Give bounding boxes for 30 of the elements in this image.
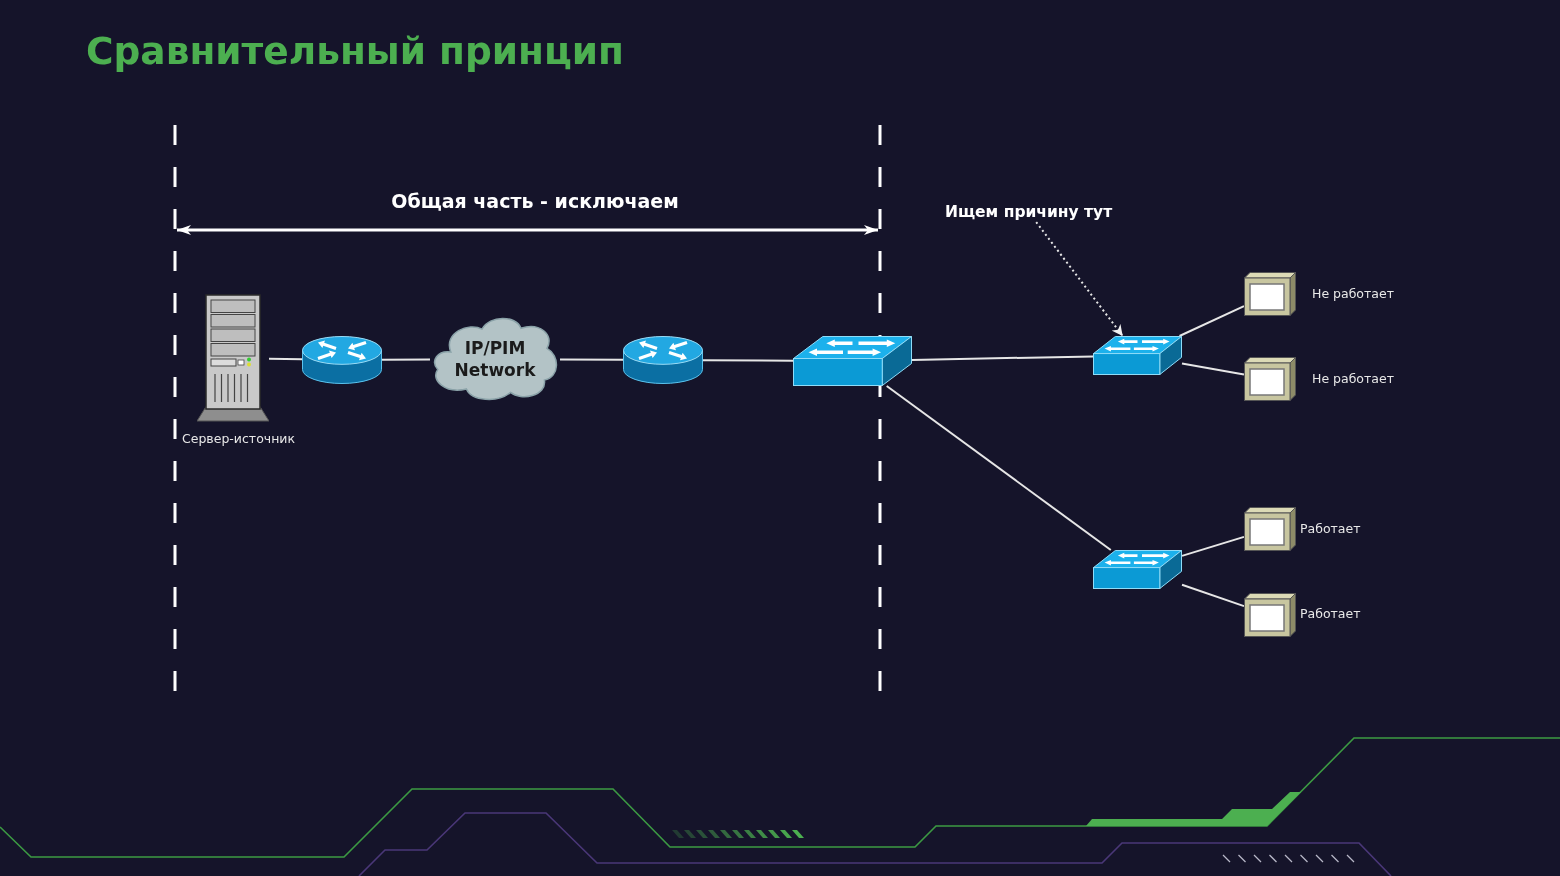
network-link-line [911, 355, 1094, 361]
network-link-line [702, 359, 794, 362]
network-switch-icon [1093, 336, 1182, 375]
computer-terminal-icon [1244, 272, 1296, 316]
computer-terminal-icon [1244, 593, 1296, 637]
status-label: Работает [1300, 606, 1361, 623]
network-link-line [1181, 362, 1245, 376]
network-link-line [268, 357, 303, 361]
network-link-line [1178, 305, 1245, 337]
network-link-line [1181, 535, 1245, 557]
dimension-label: Общая часть - исключаем [391, 190, 679, 213]
computer-terminal-icon [1244, 507, 1296, 551]
server-label: Сервер-источник [182, 431, 295, 448]
cloud-label: IP/PIM Network [453, 336, 537, 382]
server-tower-icon [197, 294, 269, 422]
router-icon [302, 336, 382, 384]
status-label: Не работает [1312, 286, 1394, 303]
network-link-line [885, 385, 1112, 551]
computer-terminal-icon [1244, 357, 1296, 401]
router-icon [623, 336, 703, 384]
status-label: Работает [1300, 521, 1361, 538]
network-link-line [1181, 583, 1245, 608]
status-label: Не работает [1312, 371, 1394, 388]
slide-title: Сравнительный принцип [86, 29, 624, 74]
dotted-leader-arrow [1035, 221, 1124, 337]
network-switch-icon [1093, 550, 1182, 589]
network-link-line [559, 358, 624, 361]
network-link-line [381, 358, 431, 361]
network-switch-icon [793, 336, 912, 386]
callout-text: Ищем причину тут [945, 202, 1113, 223]
